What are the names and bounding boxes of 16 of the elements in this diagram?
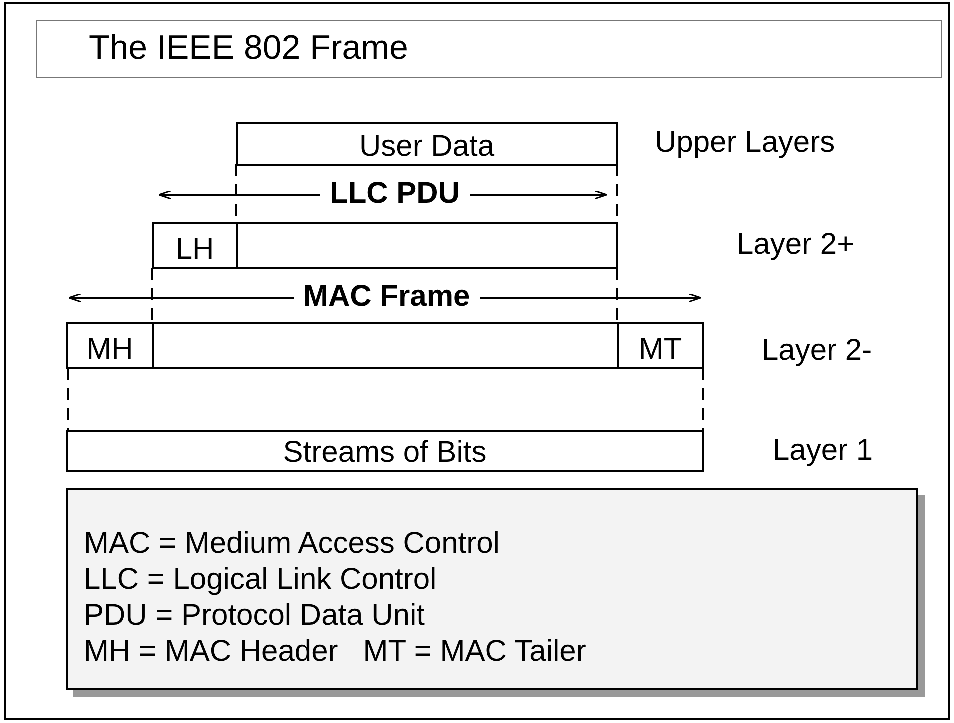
data-field: User Data: [236, 122, 618, 166]
title-box: The IEEE 802 Frame: [36, 20, 942, 78]
payload-field: [236, 222, 618, 269]
definition-text: LLC = Logical Link Control: [84, 562, 438, 598]
payload-field: [152, 322, 619, 369]
layer-label: Layer 2+: [737, 230, 855, 260]
layer-label: Upper Layers: [655, 128, 836, 158]
layer-label: Layer 1: [773, 436, 874, 466]
bit-stream-bar: Streams of Bits: [66, 430, 704, 472]
definition-text: PDU = Protocol Data Unit: [84, 598, 426, 634]
tailer-field: MT: [617, 322, 704, 369]
header-field: MH: [66, 322, 154, 369]
header-field: LH: [152, 222, 238, 269]
layer-label: Layer 2-: [762, 336, 872, 366]
definition-text: MAC = Medium Access Control: [84, 526, 501, 562]
definition-text: MH = MAC Header MT = MAC Tailer: [84, 634, 588, 670]
